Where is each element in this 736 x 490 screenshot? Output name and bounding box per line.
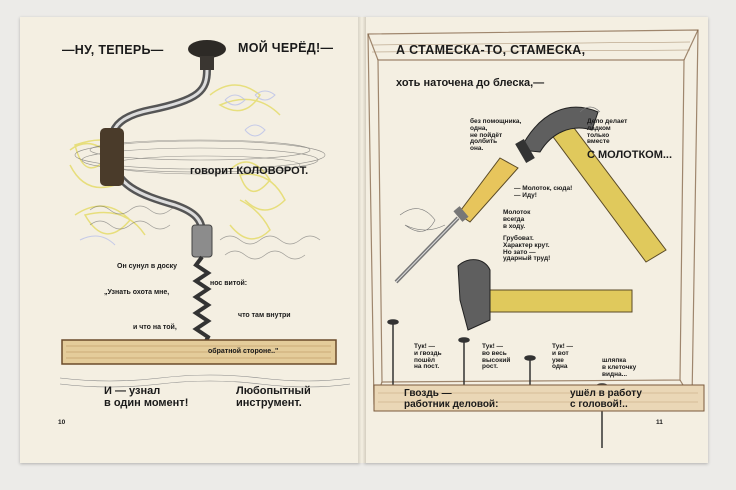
verse-line-3: „Узнать охота мне, xyxy=(104,289,170,296)
book-spine xyxy=(358,17,366,463)
bottom-right-verse: Любопытный инструмент. xyxy=(236,385,311,409)
went-to-work-verse: ушёл в работу с головой!.. xyxy=(570,388,642,410)
blue-scribbles-left xyxy=(79,90,276,246)
hammer-call-verse: — Молоток, сюда! — Иду! xyxy=(514,185,573,199)
verse-line-4: что там внутри xyxy=(238,312,291,319)
page-number-left: 10 xyxy=(58,419,66,426)
left-page xyxy=(20,17,360,463)
verse-line-2: нос витой: xyxy=(210,280,248,287)
tap-verse-3: Тук! — и вот уже одна xyxy=(552,343,574,371)
nail-worker-verse: Гвоздь — работник деловой: xyxy=(404,388,499,410)
bottom-motion-lines xyxy=(59,374,351,388)
chisel-illustration xyxy=(394,157,519,284)
motion-ellipses xyxy=(74,139,326,175)
nails xyxy=(387,319,608,448)
page-number-right: 11 xyxy=(656,419,663,426)
helper-verse: без помощника, одна, не пойдёт долбить о… xyxy=(470,118,522,153)
heading-part-b: МОЙ ЧЕРЁД!— xyxy=(238,41,334,55)
verse-line-5: и что на той, xyxy=(133,324,177,331)
deal-verse: Дело делает ладком только вместе xyxy=(587,118,628,146)
bottom-left-verse: И — узнал в один момент! xyxy=(104,385,189,409)
brace-drill-illustration xyxy=(100,40,226,350)
hammer-character-verse: Грубоват. Характер крут. Но зато — ударн… xyxy=(503,235,551,263)
with-hammer-line: С МОЛОТКОМ... xyxy=(587,149,673,161)
right-subheading: хоть наточена до блеска,— xyxy=(396,77,545,89)
says-line: говорит КОЛОВОРОТ. xyxy=(190,165,309,177)
tap-verse-1: Тук! — и гвоздь пошёл на пост. xyxy=(414,343,442,371)
wooden-board-right xyxy=(373,384,705,412)
crayon-scribbles-right xyxy=(399,106,601,232)
heading-part-a: —НУ, ТЕПЕРЬ— xyxy=(62,43,164,57)
hammer-illustration-diagonal xyxy=(515,106,667,263)
tap-verse-4: шляпка в клеточку видна... xyxy=(602,357,637,378)
verse-line-1: Он сунул в доску xyxy=(117,263,177,270)
wavy-motion-lines xyxy=(89,205,321,260)
right-heading: А СТАМЕСКА-ТО, СТАМЕСКА, xyxy=(396,43,586,57)
hammer-desc-verse: Молоток всегда в ходу. xyxy=(503,209,531,230)
tap-verse-2: Тук! — во весь высокий рост. xyxy=(482,343,511,371)
wooden-plank xyxy=(61,339,337,365)
verse-line-6: обратной стороне.." xyxy=(208,348,279,355)
hammer-illustration-horizontal xyxy=(457,259,633,331)
